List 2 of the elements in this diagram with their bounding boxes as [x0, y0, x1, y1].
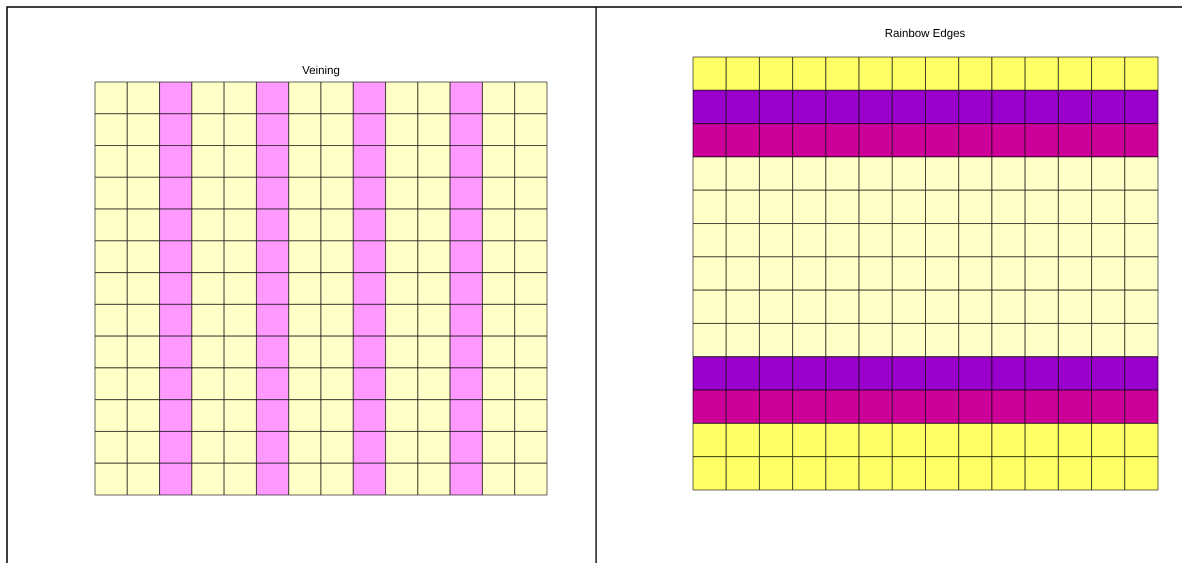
grid-title: Veining	[302, 65, 340, 77]
grid-title: Rainbow Edges	[885, 28, 965, 40]
